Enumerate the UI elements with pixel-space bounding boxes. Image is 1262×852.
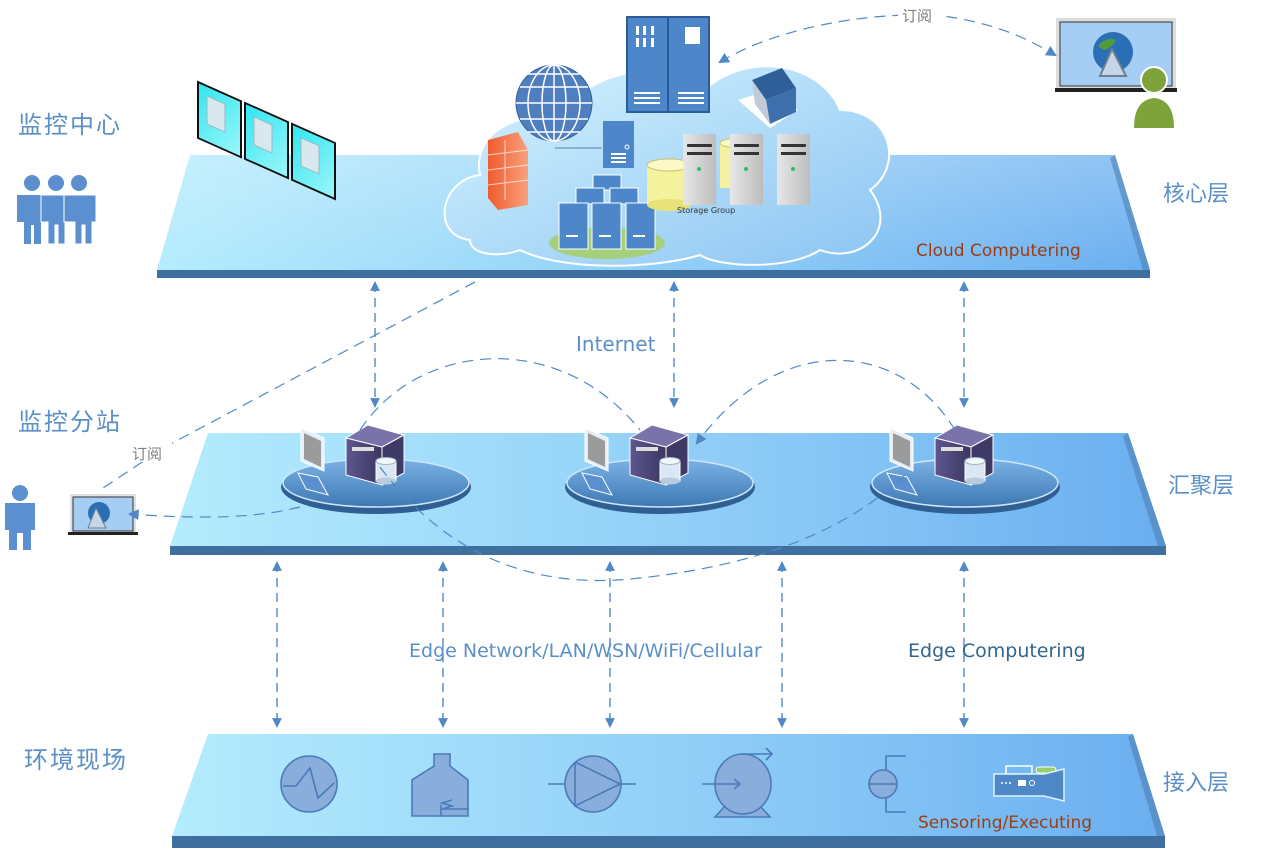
- cloud-group: Storage Group: [443, 16, 891, 267]
- subscribe-link-top: [718, 14, 1057, 64]
- access-left-label: 环境现场: [24, 746, 128, 774]
- tank-heater-icon: [411, 753, 469, 817]
- printer-icon: [738, 68, 798, 128]
- database-icon: [964, 457, 986, 485]
- station-arc-2: [695, 359, 956, 445]
- person-icon: [5, 485, 35, 550]
- user-group-icon: [17, 175, 97, 245]
- rack-server-icon: [626, 16, 710, 113]
- subscribe-label-station: 订阅: [132, 445, 162, 463]
- server-icon: [555, 121, 634, 168]
- user-avatar-icon: [1134, 66, 1174, 128]
- access-right-label: 接入层: [1163, 771, 1229, 796]
- core-right-label: 核心层: [1163, 182, 1229, 207]
- database-icon: [375, 457, 397, 485]
- subscriber-laptop-icon: [68, 494, 138, 535]
- server-cluster-icon: [549, 174, 665, 259]
- heat-exchanger-icon: [280, 755, 338, 813]
- edge-computing-label: Edge Computering: [908, 640, 1086, 662]
- storage-server-icon: [683, 134, 810, 205]
- terminal-icon: [886, 427, 919, 496]
- flow-meter-icon: [868, 755, 906, 813]
- aggregation-right-label: 汇聚层: [1168, 474, 1234, 499]
- station-arc-3: [379, 466, 911, 582]
- video-camera-icon: [993, 765, 1065, 802]
- storage-group: Storage Group: [646, 134, 810, 215]
- sensing-caption: Sensoring/Executing: [918, 813, 1092, 833]
- edge-network-label: Edge Network/LAN/WSN/WiFi/Cellular: [409, 640, 762, 662]
- internet-label: Internet: [576, 332, 656, 356]
- station-arc-1: [359, 358, 641, 431]
- core-left-label: 监控中心: [18, 111, 122, 139]
- firewall-icon: [487, 132, 529, 210]
- terminal-icon: [297, 427, 330, 496]
- pump-icon: [548, 755, 636, 813]
- remote-viewer-monitor-icon: [1055, 18, 1177, 128]
- aggregation-left-label: 监控分站: [18, 408, 122, 436]
- globe-icon: [515, 64, 593, 142]
- terminal-icon: [581, 427, 614, 496]
- database-icon: [659, 457, 681, 485]
- monitor-wall-icon: [197, 80, 336, 201]
- edge-station-2: [565, 424, 755, 514]
- cloud-computing-caption: Cloud Computering: [916, 241, 1081, 261]
- subscribe-label-top: 订阅: [902, 7, 932, 25]
- centrifugal-pump-icon: [702, 747, 774, 818]
- storage-group-label: Storage Group: [677, 206, 735, 215]
- edge-station-3: [870, 424, 1060, 514]
